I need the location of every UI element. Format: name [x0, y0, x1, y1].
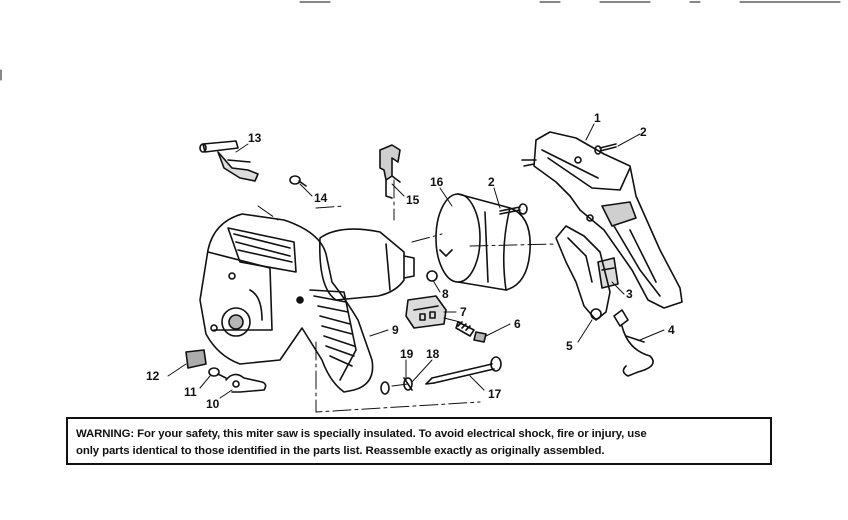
part-4-power-cord — [613, 309, 654, 377]
callout-7: 7 — [460, 305, 467, 319]
callout-13: 13 — [248, 131, 262, 145]
part-13-switch-lever — [199, 140, 259, 182]
callout-6: 6 — [514, 317, 521, 331]
part-8-washer — [426, 270, 438, 282]
scan-artifacts — [0, 1, 841, 81]
callout-12: 12 — [146, 369, 160, 383]
callout-3: 3 — [626, 287, 633, 301]
callout-2-center: 2 — [488, 175, 495, 189]
callout-18: 18 — [426, 347, 440, 361]
callout-14: 14 — [314, 191, 328, 205]
part-6-brush-spring — [455, 321, 487, 343]
part-14-screw — [289, 175, 307, 187]
warning-line-1: WARNING: For your safety, this miter saw… — [76, 428, 647, 440]
part-12-block — [185, 349, 207, 369]
part-7-brush-holder — [405, 295, 447, 329]
callout-4: 4 — [668, 323, 675, 337]
callout-19: 19 — [400, 347, 414, 361]
callout-labels: 1 2 2 3 4 5 6 7 8 9 10 11 12 13 14 15 16… — [146, 111, 675, 411]
part-17-long-bolt — [425, 356, 502, 385]
callout-10: 10 — [206, 397, 220, 411]
motor-armature — [319, 228, 415, 301]
part-10-clamp — [225, 373, 267, 393]
part-15-bracket — [379, 144, 401, 199]
part-1-handle — [521, 131, 683, 309]
callout-2-right: 2 — [640, 125, 647, 139]
callout-1: 1 — [594, 111, 601, 125]
callout-leaders — [167, 123, 665, 399]
callout-9: 9 — [392, 323, 399, 337]
part-9-motor-housing — [199, 213, 374, 393]
safety-warning-box: WARNING: For your safety, this miter saw… — [66, 417, 772, 465]
callout-16: 16 — [430, 175, 444, 189]
assembly-center-lines — [257, 179, 557, 413]
part-19-flat-washer — [380, 381, 390, 395]
callout-5: 5 — [566, 339, 573, 353]
part-2-screw-center — [499, 203, 528, 215]
callout-11: 11 — [184, 385, 197, 399]
part-11-screw — [208, 367, 227, 379]
callout-15: 15 — [406, 193, 420, 207]
part-2-screw-right — [594, 143, 617, 155]
warning-line-2: only parts identical to those identified… — [76, 445, 605, 457]
part-16-end-cap — [435, 193, 531, 291]
part-5-side-cover — [555, 225, 611, 321]
callout-17: 17 — [488, 387, 502, 401]
callout-8: 8 — [442, 287, 449, 301]
safety-warning-text: WARNING: For your safety, this miter saw… — [76, 426, 762, 460]
